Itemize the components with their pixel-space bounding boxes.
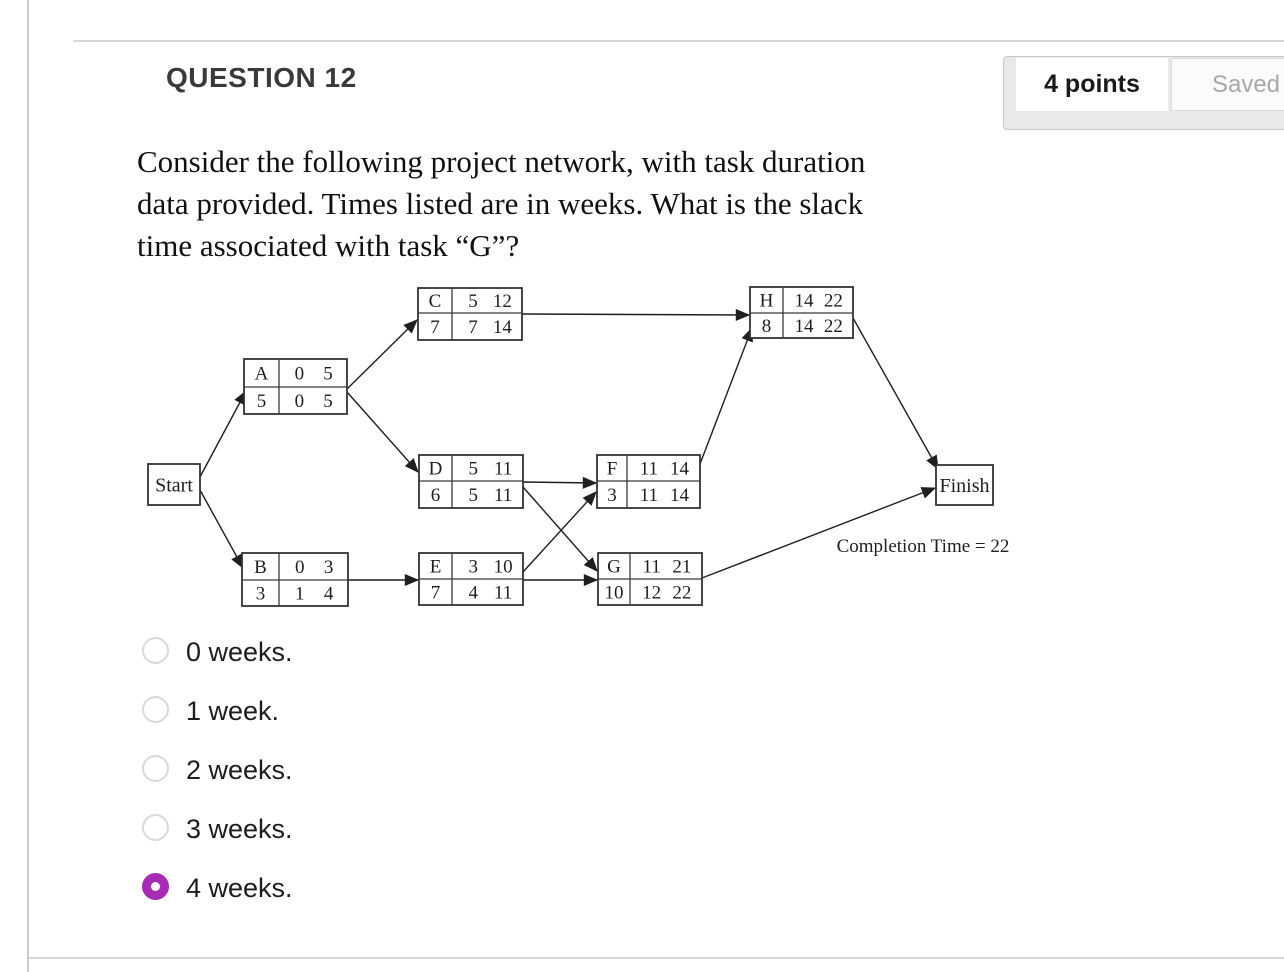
svg-text:3: 3	[256, 584, 266, 605]
svg-text:3: 3	[469, 557, 479, 578]
svg-text:8: 8	[762, 316, 772, 337]
svg-text:F: F	[607, 459, 618, 480]
svg-text:10: 10	[605, 583, 624, 604]
svg-text:12: 12	[642, 583, 661, 604]
svg-text:14: 14	[493, 317, 513, 338]
question-top-divider	[73, 40, 1284, 42]
answer-option[interactable]: 4 weeks.	[142, 872, 293, 903]
svg-text:H: H	[760, 291, 774, 312]
svg-text:7: 7	[431, 583, 441, 604]
svg-text:Start: Start	[155, 475, 193, 497]
question-line: time associated with task “G”?	[137, 228, 520, 263]
option-label: 4 weeks.	[186, 872, 293, 903]
svg-text:11: 11	[494, 583, 512, 604]
points-badge: 4 points	[1016, 58, 1168, 111]
question-bottom-divider	[29, 957, 1284, 959]
svg-text:14: 14	[795, 291, 815, 312]
question-line: Consider the following project network, …	[137, 144, 866, 179]
saved-status-badge: Saved	[1171, 58, 1284, 111]
svg-text:E: E	[430, 557, 442, 578]
option-label: 3 weeks.	[186, 813, 293, 844]
answer-option[interactable]: 0 weeks.	[142, 636, 293, 667]
option-label: 1 week.	[186, 695, 280, 726]
radio-button[interactable]	[142, 695, 169, 723]
svg-text:3: 3	[324, 557, 334, 578]
svg-text:12: 12	[493, 291, 512, 312]
svg-text:11: 11	[640, 459, 658, 480]
answer-option[interactable]: 2 weeks.	[142, 754, 293, 785]
question-line: data provided. Times listed are in weeks…	[137, 186, 864, 221]
svg-text:5: 5	[323, 364, 333, 385]
answer-option[interactable]: 3 weeks.	[142, 813, 293, 844]
svg-text:22: 22	[824, 316, 843, 337]
svg-text:11: 11	[642, 557, 660, 578]
svg-text:4: 4	[324, 584, 334, 605]
svg-text:14: 14	[670, 459, 690, 480]
svg-text:4: 4	[469, 583, 479, 604]
svg-text:10: 10	[494, 557, 513, 578]
svg-text:C: C	[429, 291, 442, 312]
svg-text:22: 22	[824, 291, 843, 312]
svg-text:5: 5	[257, 391, 267, 412]
svg-text:3: 3	[607, 485, 617, 506]
answer-options: 0 weeks. 1 week. 2 weeks. 3 weeks. 4 wee…	[142, 636, 293, 903]
svg-text:11: 11	[640, 485, 658, 506]
svg-text:0: 0	[295, 557, 305, 578]
svg-text:21: 21	[672, 557, 691, 578]
radio-button[interactable]	[142, 754, 169, 782]
points-status-box: 4 points Saved	[1003, 56, 1284, 130]
svg-text:22: 22	[672, 583, 691, 604]
svg-text:1: 1	[295, 584, 305, 605]
radio-button[interactable]	[142, 636, 169, 664]
svg-text:5: 5	[323, 391, 333, 412]
svg-text:D: D	[429, 459, 443, 480]
svg-text:11: 11	[494, 485, 512, 506]
svg-text:5: 5	[468, 291, 478, 312]
svg-text:11: 11	[494, 459, 512, 480]
option-label: 2 weeks.	[186, 754, 293, 785]
svg-text:B: B	[254, 557, 267, 578]
svg-text:14: 14	[670, 485, 690, 506]
radio-button[interactable]	[142, 813, 169, 841]
svg-text:5: 5	[469, 459, 479, 480]
answer-option[interactable]: 1 week.	[142, 695, 293, 726]
question-text: Consider the following project network, …	[137, 141, 865, 267]
svg-text:Finish: Finish	[939, 475, 989, 497]
svg-text:G: G	[607, 557, 621, 578]
svg-text:Completion Time = 22: Completion Time = 22	[837, 536, 1010, 557]
svg-text:5: 5	[469, 485, 479, 506]
left-border-rule	[27, 0, 29, 972]
question-title: QUESTION 12	[166, 62, 357, 93]
svg-text:7: 7	[468, 317, 478, 338]
svg-text:0: 0	[295, 364, 305, 385]
svg-text:A: A	[255, 364, 269, 385]
svg-text:6: 6	[431, 485, 441, 506]
svg-text:14: 14	[795, 316, 815, 337]
radio-button[interactable]	[142, 872, 169, 900]
svg-text:7: 7	[430, 317, 440, 338]
svg-text:0: 0	[295, 391, 305, 412]
option-label: 0 weeks.	[186, 636, 293, 667]
